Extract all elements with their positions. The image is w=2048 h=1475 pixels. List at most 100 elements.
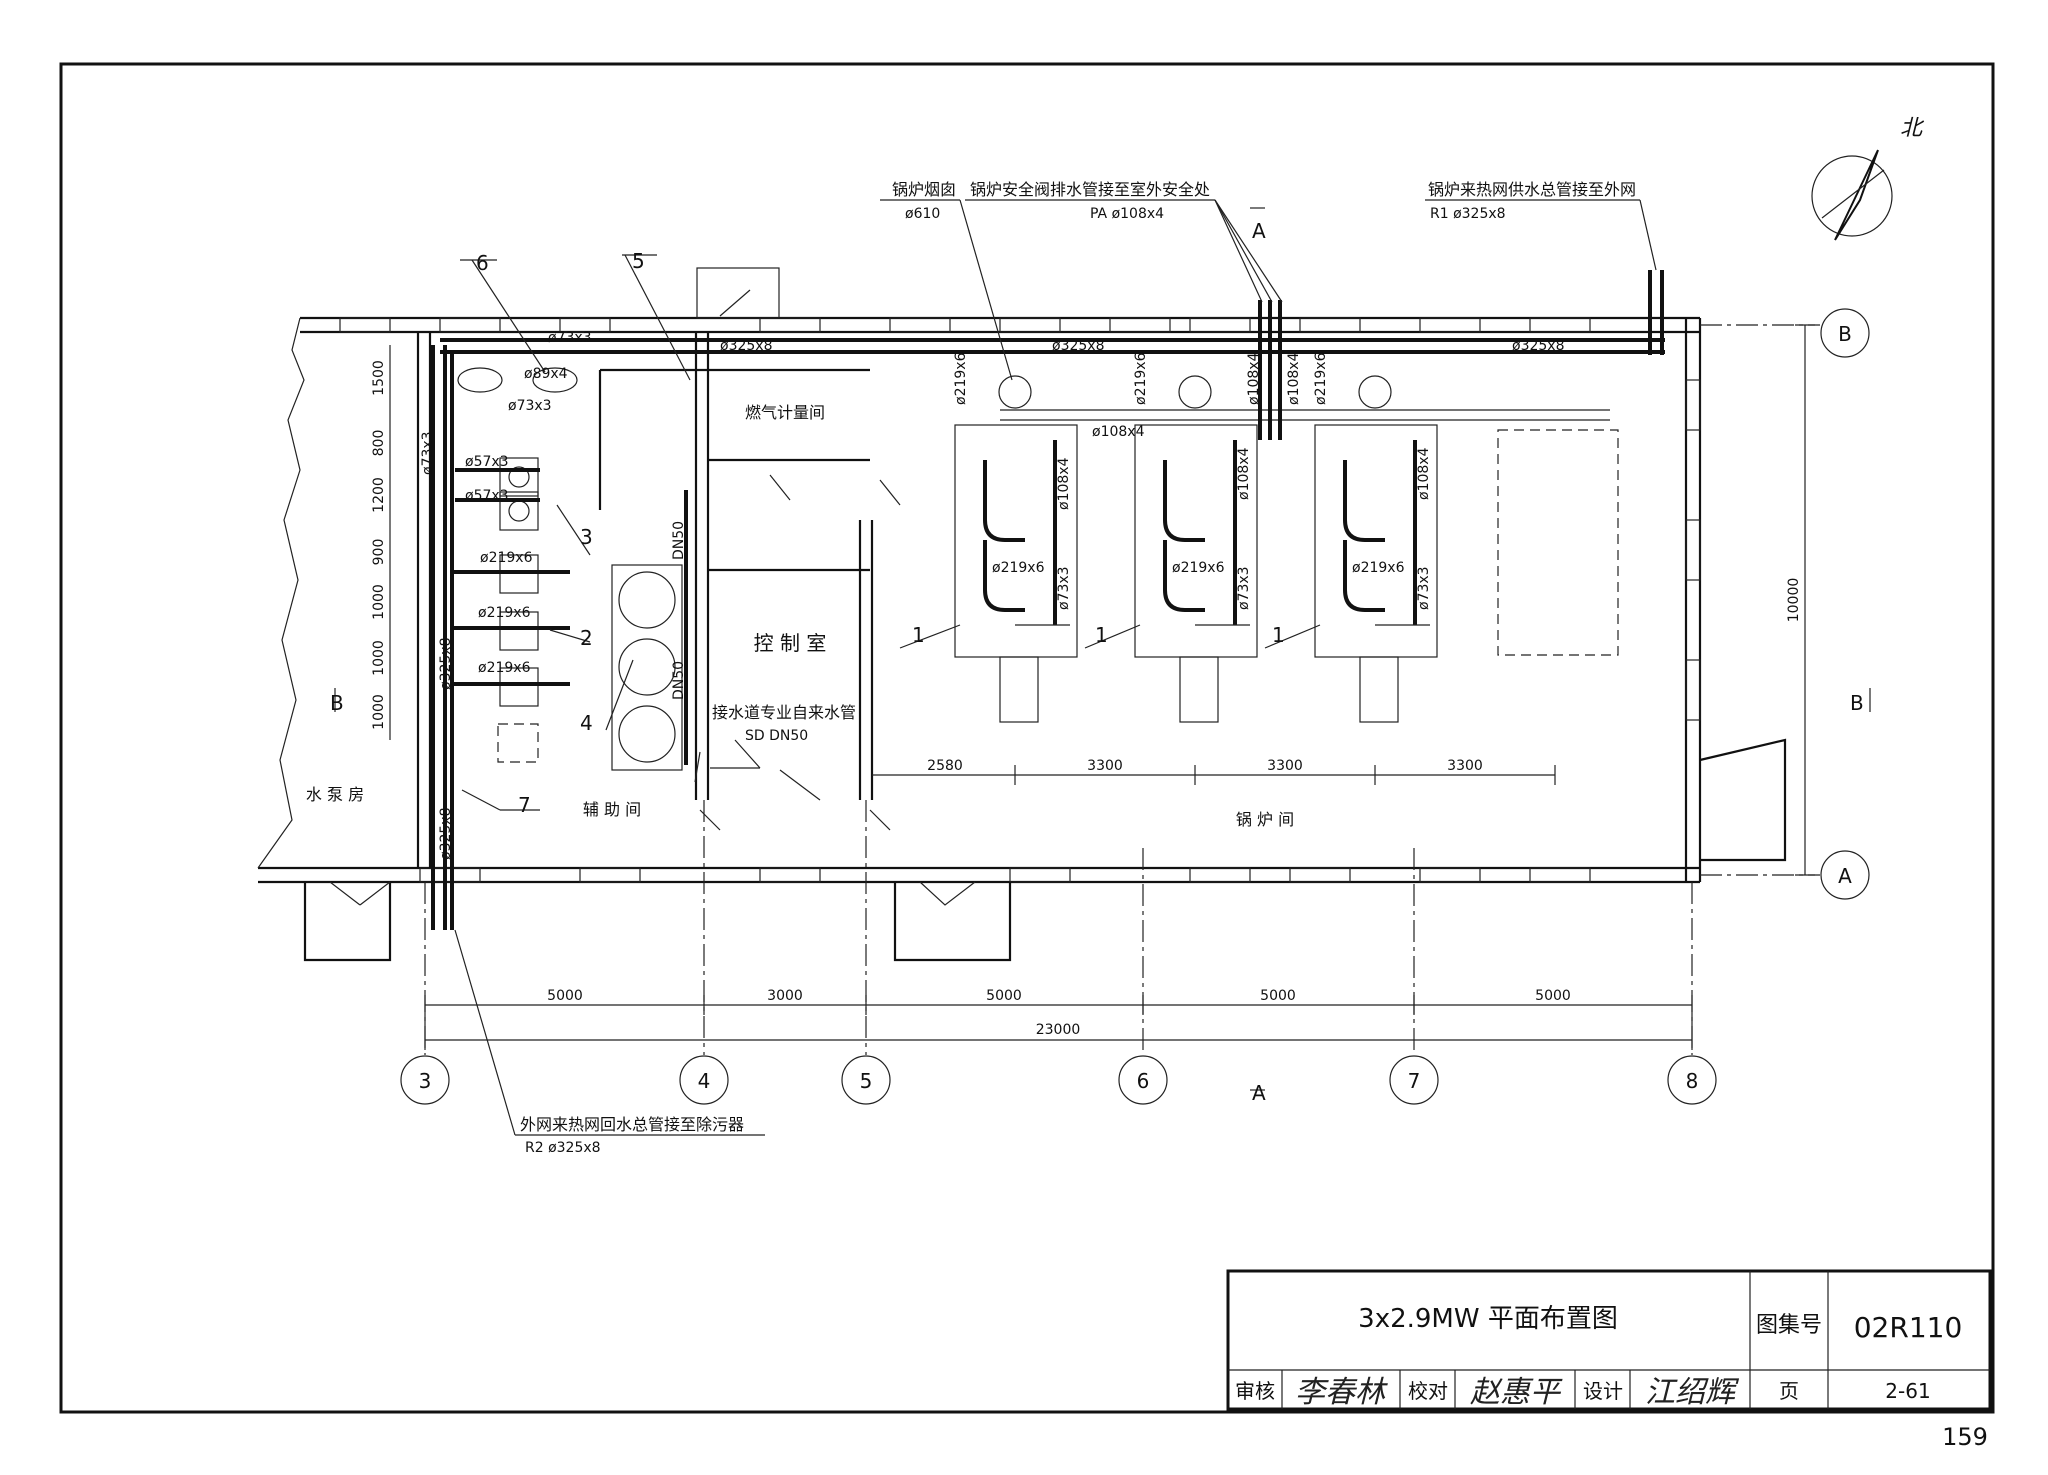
- axis-label-4: 4: [698, 1069, 711, 1093]
- pipe-p57-label-2: ø57x3: [465, 488, 509, 504]
- atlas-number: 02R110: [1854, 1311, 1963, 1344]
- dim-left-3: 1200: [371, 477, 387, 513]
- section-mark-a-top: A: [1252, 219, 1266, 243]
- dim-bottom-4: 5000: [1260, 988, 1296, 1004]
- room-gas-meter: 燃气计量间: [745, 403, 825, 422]
- pipe-p219v-label-2: ø219x6: [1133, 352, 1149, 405]
- pipe-p219v-label-1: ø219x6: [953, 352, 969, 405]
- pipe-p219-boiler-2: ø219x6: [1172, 560, 1225, 576]
- pipe-p73-v-1: ø73x3: [1056, 566, 1072, 610]
- pipe-p108-v-2: ø108x4: [1236, 447, 1252, 500]
- pipe-p219-boiler-1: ø219x6: [992, 560, 1045, 576]
- axis-label-8: 8: [1686, 1069, 1699, 1093]
- axis-label-a: A: [1838, 864, 1852, 888]
- callout-water-supply: 接水道专业自来水管: [712, 703, 856, 722]
- review-label: 审核: [1235, 1379, 1275, 1403]
- pipe-main-label-1: ø325x8: [720, 338, 772, 354]
- item-number-2: 2: [580, 626, 593, 650]
- north-label: 北: [1900, 116, 1925, 141]
- room-aux: 辅 助 间: [583, 800, 641, 819]
- dim-left-5: 1000: [371, 584, 387, 620]
- pipe-main-label-3: ø325x8: [1512, 338, 1564, 354]
- axis-label-6: 6: [1137, 1069, 1150, 1093]
- pipe-p108-label-1: ø108x4: [1092, 424, 1145, 440]
- callout-leaders: [334, 199, 1871, 1136]
- pipe-p73-label: ø73x3: [548, 330, 592, 346]
- dim-left-1: 1500: [371, 360, 387, 396]
- section-mark-b-right: B: [1850, 691, 1864, 715]
- pipe-dn50-label-2: DN50: [671, 661, 687, 700]
- pipe-main-v-1: ø325x8: [438, 638, 454, 690]
- callout-safety-valve-size: PA ø108x4: [1090, 206, 1164, 222]
- callout-return-in: 外网来热网回水总管接至除污器: [520, 1115, 744, 1134]
- axis-label-b: B: [1838, 322, 1852, 346]
- pipe-p73-v-3: ø73x3: [1416, 566, 1432, 610]
- pipe-p108-v-3: ø108x4: [1416, 447, 1432, 500]
- dim-bottom-total: 23000: [1036, 1022, 1081, 1038]
- title-block: [1226, 1269, 1992, 1411]
- dim-boiler-2: 3300: [1087, 758, 1123, 774]
- pipe-p89-label: ø89x4: [524, 366, 568, 382]
- pipe-p108-v-5: ø108x4: [1286, 352, 1302, 405]
- dim-left-2: 800: [371, 430, 387, 457]
- atlas-label: 图集号: [1756, 1313, 1822, 1338]
- callout-return-in-size: R2 ø325x8: [525, 1140, 601, 1156]
- item-number-1b: 1: [1095, 623, 1108, 647]
- pipe-p219-boiler-3: ø219x6: [1352, 560, 1405, 576]
- pipe-p219-label-3: ø219x6: [478, 660, 531, 676]
- pipe-main-label-2: ø325x8: [1052, 338, 1104, 354]
- item-number-4: 4: [580, 711, 593, 735]
- callout-supply-out-size: R1 ø325x8: [1430, 206, 1506, 222]
- callout-safety-valve: 锅炉安全阀排水管接至室外安全处: [970, 180, 1210, 199]
- drawing-title: 3x2.9MW 平面布置图: [1358, 1304, 1618, 1334]
- pipe-p219v-label-3: ø219x6: [1313, 352, 1329, 405]
- dimension-lines: [389, 324, 1815, 1050]
- reviewer-signature: 李春林: [1295, 1375, 1388, 1410]
- dim-left-4: 900: [371, 539, 387, 566]
- item-number-6: 6: [476, 251, 489, 275]
- dim-bottom-5: 5000: [1535, 988, 1571, 1004]
- pipe-dn50-label-1: DN50: [671, 521, 687, 560]
- pipe-p219-label-2: ø219x6: [478, 605, 531, 621]
- dim-left-6: 1000: [371, 640, 387, 676]
- section-mark-b-left: B: [330, 691, 344, 715]
- item-number-3: 3: [580, 525, 593, 549]
- section-mark-a-bottom: A: [1252, 1081, 1266, 1105]
- room-boiler: 锅 炉 间: [1236, 810, 1294, 829]
- axis-bubbles: [400, 308, 1870, 1105]
- check-label: 校对: [1408, 1379, 1448, 1403]
- checker-signature: 赵惠平: [1470, 1375, 1563, 1410]
- dim-boiler-4: 3300: [1447, 758, 1483, 774]
- design-label: 设计: [1583, 1379, 1623, 1403]
- callout-water-supply-size: SD DN50: [745, 728, 808, 744]
- dim-bottom-2: 3000: [767, 988, 803, 1004]
- dim-bottom-3: 5000: [986, 988, 1022, 1004]
- room-pump: 水 泵 房: [306, 785, 364, 804]
- sheet-border: [59, 62, 1995, 1414]
- dim-left-7: 1000: [371, 694, 387, 730]
- page-number: 2-61: [1885, 1379, 1930, 1403]
- pipe-p57-label-1: ø57x3: [465, 454, 509, 470]
- dim-boiler-1: 2580: [927, 758, 963, 774]
- axis-label-3: 3: [419, 1069, 432, 1093]
- axis-label-7: 7: [1408, 1069, 1421, 1093]
- item-number-5: 5: [632, 249, 645, 273]
- dim-right: 10000: [1786, 578, 1802, 623]
- pipe-main-v-2: ø325x8: [438, 808, 454, 860]
- page-label: 页: [1779, 1379, 1799, 1403]
- dim-bottom-1: 5000: [547, 988, 583, 1004]
- north-arrow-icon: [1811, 149, 1893, 241]
- room-control: 控 制 室: [754, 631, 827, 655]
- dim-boiler-3: 3300: [1267, 758, 1303, 774]
- main-pipe: [431, 270, 1665, 930]
- sheet-number: 159: [1942, 1423, 1988, 1451]
- callout-supply-out: 锅炉来热网供水总管接至外网: [1428, 180, 1636, 199]
- callout-chimney: 锅炉烟囱: [892, 180, 956, 199]
- designer-signature: 江绍辉: [1645, 1375, 1740, 1410]
- axis-label-5: 5: [860, 1069, 873, 1093]
- item-number-1c: 1: [1272, 623, 1285, 647]
- pipe-p108-v-1: ø108x4: [1056, 457, 1072, 510]
- pipe-p73-v-left: ø73x3: [420, 431, 436, 475]
- boilers: [954, 300, 1619, 723]
- pump-equipment: [450, 367, 688, 771]
